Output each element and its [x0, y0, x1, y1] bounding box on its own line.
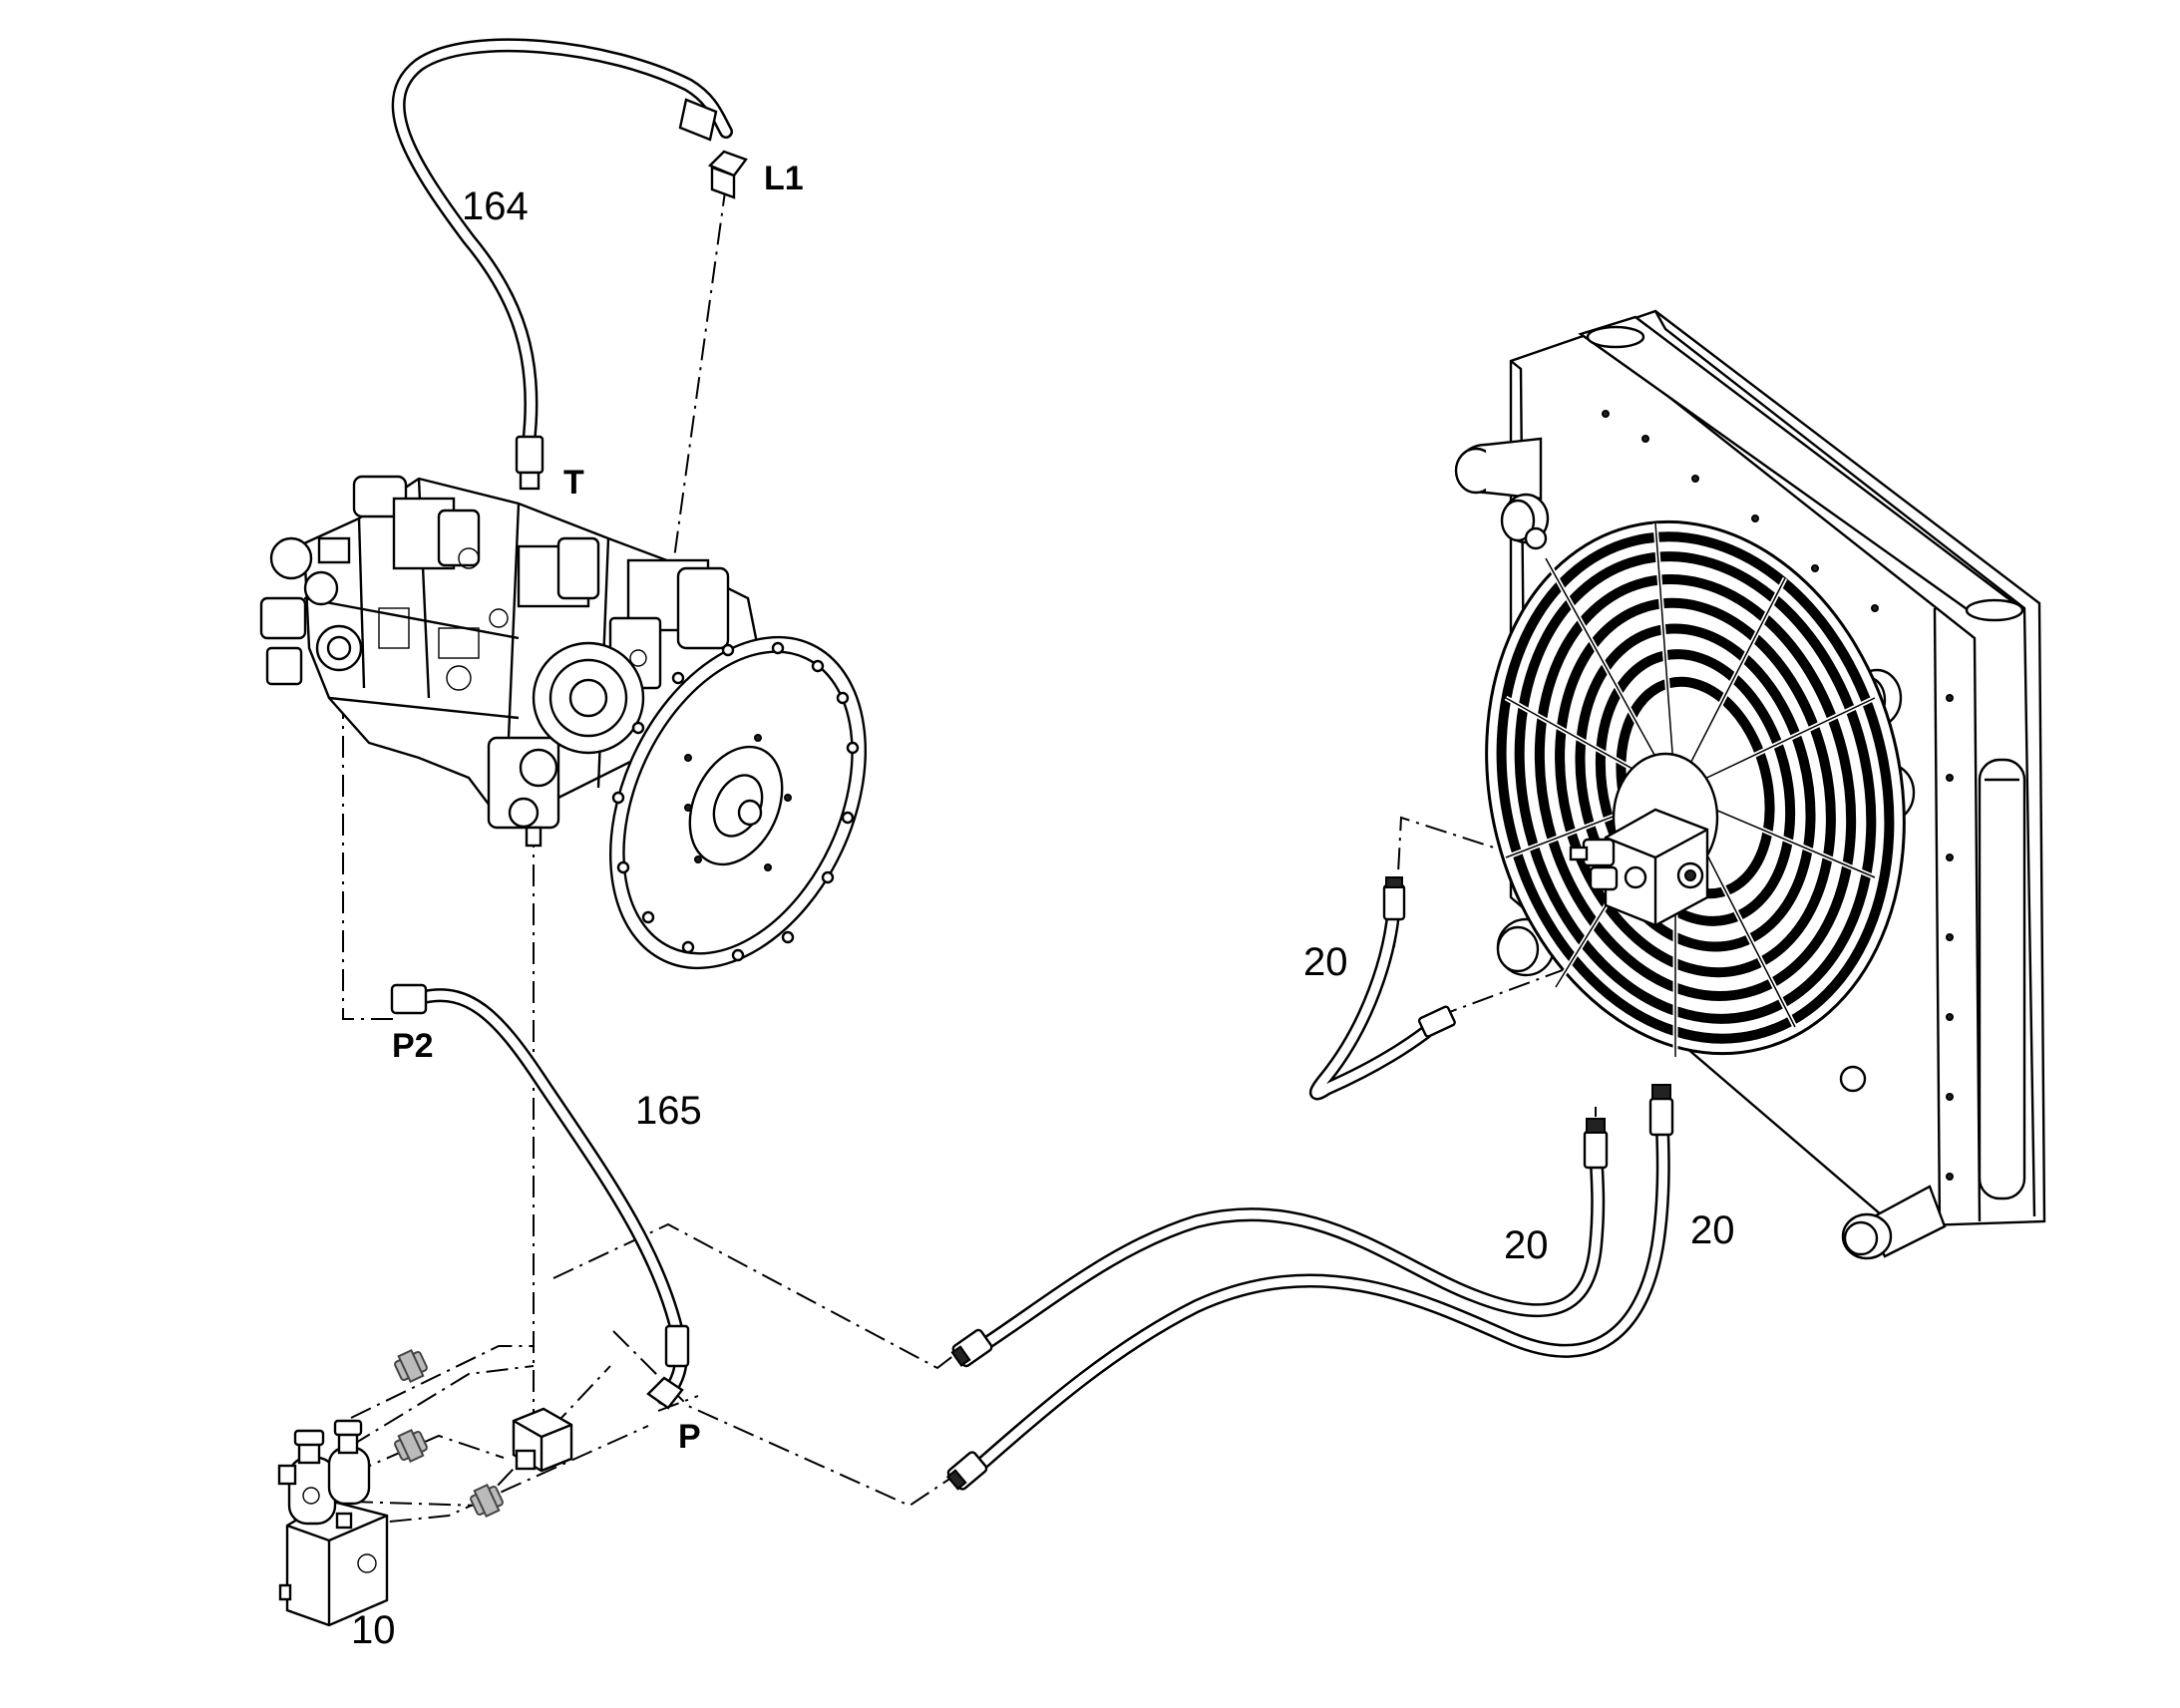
connection-line-valve-2 — [350, 1365, 535, 1447]
connection-line-p — [657, 1395, 699, 1412]
hose-164-nut-t — [519, 471, 541, 491]
connection-line-valve-5 — [350, 1425, 649, 1527]
hose-164-fitting-l1 — [678, 98, 718, 142]
label-port-p: P — [678, 1418, 701, 1456]
connection-line-l1 — [673, 183, 727, 559]
fan-motor — [1569, 808, 1709, 927]
label-port-p2: P2 — [392, 1027, 434, 1065]
label-valve-block-10: 10 — [351, 1608, 396, 1652]
connection-line-hose-upper — [552, 1222, 960, 1370]
label-hose-165: 165 — [635, 1089, 702, 1133]
cooler-inlet-upper — [1454, 437, 1543, 501]
connection-line-fan-return-2 — [1435, 966, 1572, 1018]
label-hose-20-left: 20 — [1504, 1223, 1549, 1267]
hose-165-fitting-p — [664, 1324, 690, 1368]
label-port-l1: L1 — [764, 160, 804, 197]
hose-165-fitting-p2 — [390, 983, 428, 1015]
label-port-t: T — [563, 464, 584, 502]
cooling-fan — [1485, 519, 1906, 1093]
hose-20-fan-return — [1308, 876, 1456, 1101]
label-hose-20-fan-return: 20 — [1303, 940, 1348, 984]
connection-line-valve-3 — [350, 1434, 505, 1475]
hose-164 — [391, 38, 748, 491]
valve-fittings — [394, 1349, 573, 1518]
pump-coupling-disc — [609, 635, 867, 970]
label-hose-20-right: 20 — [1690, 1208, 1735, 1252]
hose-164-fitting-t — [515, 435, 545, 475]
connection-line-hose-lower — [612, 1330, 958, 1508]
connection-line-p2 — [342, 658, 397, 1020]
hoses-20-pair — [945, 1084, 1674, 1491]
labels: 164 L1 T P2 165 P 10 20 20 20 — [351, 160, 1735, 1652]
cooler-outlet-bottom — [1841, 1185, 1947, 1260]
valve-block-10 — [277, 1419, 389, 1627]
hose-165 — [390, 983, 690, 1410]
connection-line-valve-1 — [350, 1345, 534, 1419]
label-hose-164: 164 — [462, 184, 529, 228]
